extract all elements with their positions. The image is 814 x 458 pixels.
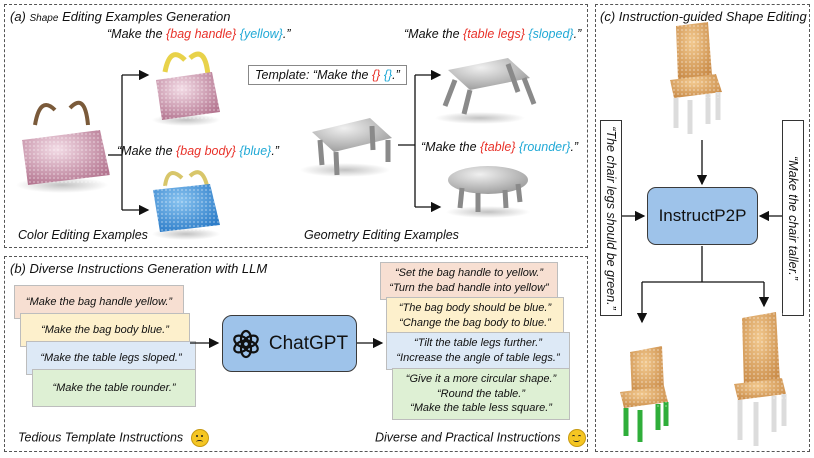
- chair-taller-illustration: [734, 312, 787, 446]
- openai-logo-icon: [231, 329, 261, 359]
- chatgpt-box: ChatGPT: [222, 315, 357, 372]
- bag-blue-body-illustration: [152, 170, 220, 240]
- quote-bag-body: “Make the {bag body} {blue}.”: [117, 144, 279, 158]
- panel-a-title-prefix: (a): [10, 9, 26, 24]
- chair-green-legs-illustration: [620, 346, 669, 442]
- chair-source-illustration: [670, 22, 722, 134]
- diverse-card-4: “Give it a more circular shape.”“Round t…: [392, 368, 570, 420]
- bag-yellow-handle-illustration: [152, 51, 220, 126]
- panel-a-title-small: Shape: [29, 13, 59, 24]
- table-rounder-illustration: [446, 166, 530, 218]
- diverse-card-3: “Tilt the table legs further.”“Increase …: [386, 332, 570, 370]
- panel-a-title: (a) Shape Editing Examples Generation: [10, 9, 230, 24]
- quote-bag-handle: “Make the {bag handle} {yellow}.”: [107, 27, 291, 41]
- table-sloped-legs-illustration: [435, 58, 537, 124]
- quote-table-rounder: “Make the {table} {rounder}.”: [421, 140, 579, 154]
- panel-a-title-rest: Editing Examples Generation: [62, 9, 231, 24]
- panel-c-title: (c) Instruction-guided Shape Editing: [600, 9, 807, 24]
- diverse-card-1: “Set the bag handle to yellow.”“Turn the…: [380, 262, 558, 300]
- smile-emoji-icon: [567, 429, 586, 447]
- quote-table-legs: “Make the {table legs} {sloped}.”: [404, 27, 582, 41]
- template-card-4: “Make the table rounder.”: [32, 369, 196, 407]
- template-box: Template: “Make the {} {}.”: [248, 65, 407, 85]
- right-instruction-box: “Make the chair taller.”: [782, 120, 804, 316]
- panel-a: [4, 4, 588, 248]
- panel-c: [595, 4, 810, 452]
- tedious-label: Tedious Template Instructions: [18, 429, 209, 447]
- diverse-label: Diverse and Practical Instructions: [375, 429, 586, 447]
- left-instruction-box: “The chair legs should be green.”: [600, 120, 622, 316]
- panel-b-title: (b) Diverse Instructions Generation with…: [10, 261, 268, 276]
- color-editing-label: Color Editing Examples: [18, 228, 148, 242]
- geometry-editing-label: Geometry Editing Examples: [304, 228, 459, 242]
- instructp2p-box: InstructP2P: [647, 187, 758, 245]
- frown-emoji-icon: [190, 429, 209, 447]
- diverse-card-2: “The bag body should be blue.”“Change th…: [386, 297, 564, 335]
- chatgpt-label: ChatGPT: [268, 332, 349, 354]
- table-source-illustration: [300, 118, 392, 177]
- bag-source-illustration: [16, 100, 110, 193]
- instructp2p-label: InstructP2P: [658, 206, 747, 225]
- panel-b: [4, 256, 588, 452]
